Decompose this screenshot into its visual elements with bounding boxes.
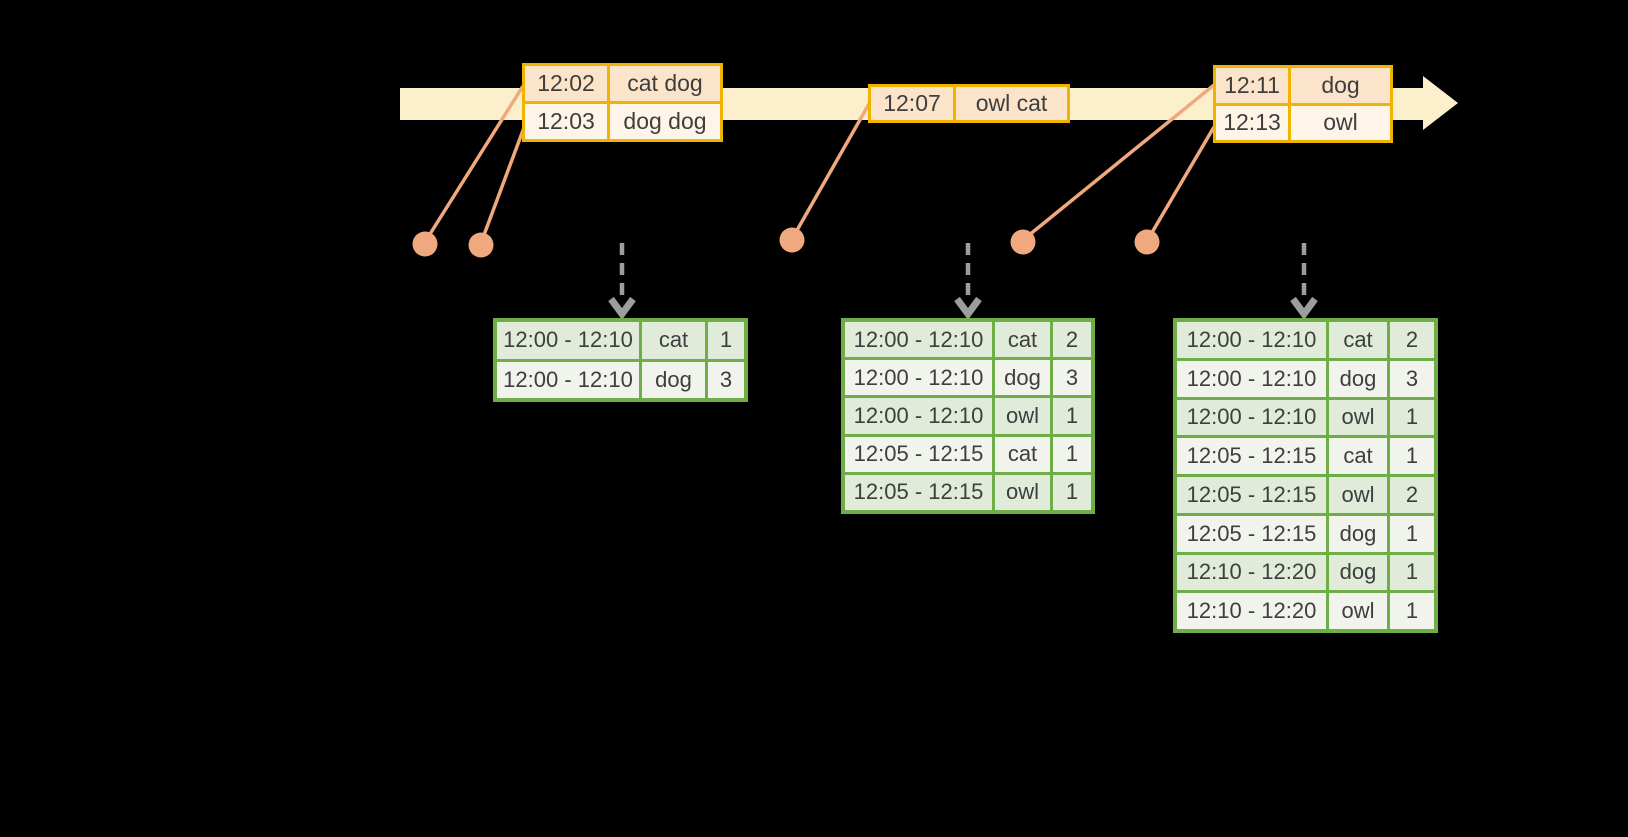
trigger-arrowhead-icon: [608, 296, 636, 320]
result-window-cell: 12:05 - 12:15: [845, 436, 992, 472]
result-word-cell: dog: [1329, 554, 1387, 591]
result-table: 12:00 - 12:10 cat 2 12:00 - 12:10 dog 3 …: [841, 318, 1095, 514]
result-window-cell: 12:00 - 12:10: [1177, 322, 1326, 358]
result-word-cell: dog: [1329, 515, 1387, 552]
event-marker-line: [1021, 83, 1216, 242]
result-window-cell: 12:05 - 12:15: [1177, 438, 1326, 474]
result-count-cell: 1: [1390, 515, 1434, 552]
result-word-cell: cat: [995, 322, 1050, 358]
result-word-cell: cat: [642, 322, 705, 359]
event-marker-dot: [779, 227, 805, 253]
result-count-cell: 1: [1053, 436, 1091, 472]
event-marker-dot: [1134, 229, 1160, 255]
result-word-cell: owl: [1329, 593, 1387, 629]
event-marker-line: [790, 103, 871, 240]
event-marker-dot: [412, 231, 438, 257]
result-count-cell: 2: [1390, 322, 1434, 358]
result-window-cell: 12:00 - 12:10: [1177, 399, 1326, 436]
event-time-cell: 12:03: [525, 104, 607, 139]
timeline-arrowhead-icon: [1423, 76, 1458, 130]
event-table: 12:07 owl cat: [868, 84, 1070, 123]
result-word-cell: dog: [995, 360, 1050, 396]
event-marker-line: [479, 124, 527, 244]
result-word-cell: owl: [995, 398, 1050, 434]
result-count-cell: 1: [1390, 554, 1434, 591]
event-words-cell: owl cat: [956, 87, 1067, 120]
result-count-cell: 1: [1390, 438, 1434, 474]
result-window-cell: 12:10 - 12:20: [1177, 593, 1326, 629]
result-word-cell: owl: [1329, 399, 1387, 436]
event-words-cell: dog: [1291, 68, 1390, 103]
result-count-cell: 2: [1390, 477, 1434, 513]
result-count-cell: 1: [1053, 474, 1091, 510]
result-count-cell: 3: [1390, 360, 1434, 397]
event-time-cell: 12:11: [1216, 68, 1288, 103]
event-time-cell: 12:07: [871, 87, 953, 120]
result-window-cell: 12:05 - 12:15: [1177, 515, 1326, 552]
event-words-cell: cat dog: [610, 66, 720, 101]
result-word-cell: cat: [995, 436, 1050, 472]
result-table: 12:00 - 12:10 cat 1 12:00 - 12:10 dog 3: [493, 318, 748, 402]
result-word-cell: owl: [995, 474, 1050, 510]
result-window-cell: 12:05 - 12:15: [1177, 477, 1326, 513]
event-time-cell: 12:13: [1216, 105, 1288, 140]
result-count-cell: 1: [1390, 593, 1434, 629]
result-window-cell: 12:05 - 12:15: [845, 474, 992, 510]
event-words-cell: dog dog: [610, 104, 720, 139]
event-marker-line: [423, 85, 525, 243]
result-window-cell: 12:00 - 12:10: [845, 360, 992, 396]
result-word-cell: cat: [1329, 322, 1387, 358]
result-window-cell: 12:00 - 12:10: [497, 322, 639, 359]
event-marker-dot: [1010, 229, 1036, 255]
result-word-cell: dog: [642, 361, 705, 398]
event-words-cell: owl: [1291, 105, 1390, 140]
result-word-cell: dog: [1329, 360, 1387, 397]
result-count-cell: 1: [1053, 398, 1091, 434]
result-window-cell: 12:00 - 12:10: [845, 398, 992, 434]
result-window-cell: 12:00 - 12:10: [1177, 360, 1326, 397]
result-window-cell: 12:10 - 12:20: [1177, 554, 1326, 591]
result-window-cell: 12:00 - 12:10: [497, 361, 639, 398]
result-count-cell: 3: [708, 361, 744, 398]
result-count-cell: 3: [1053, 360, 1091, 396]
trigger-arrowhead-icon: [954, 296, 982, 320]
event-table: 12:11 dog 12:13 owl: [1213, 65, 1393, 143]
event-table: 12:02 cat dog 12:03 dog dog: [522, 63, 723, 142]
event-marker-line: [1145, 126, 1216, 242]
result-count-cell: 1: [708, 322, 744, 359]
result-word-cell: cat: [1329, 438, 1387, 474]
result-count-cell: 1: [1390, 399, 1434, 436]
trigger-arrowhead-icon: [1290, 296, 1318, 320]
result-window-cell: 12:00 - 12:10: [845, 322, 992, 358]
result-count-cell: 2: [1053, 322, 1091, 358]
event-time-cell: 12:02: [525, 66, 607, 101]
result-table: 12:00 - 12:10 cat 2 12:00 - 12:10 dog 3 …: [1173, 318, 1438, 633]
result-word-cell: owl: [1329, 477, 1387, 513]
event-marker-dot: [468, 232, 494, 258]
